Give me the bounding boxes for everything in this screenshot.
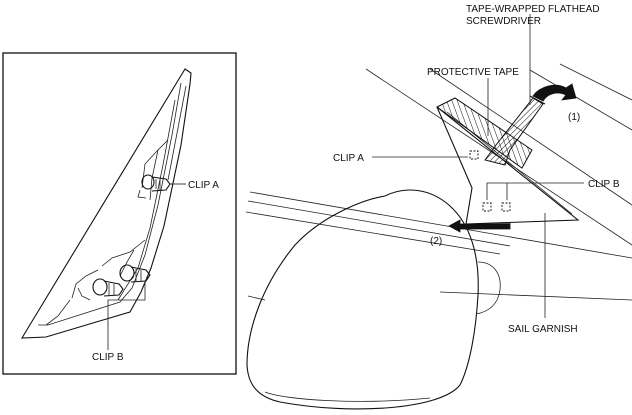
inset-clip-b-upper (119, 264, 151, 283)
main-view: TAPE-WRAPPED FLATHEAD SCREWDRIVER PROTEC… (245, 4, 632, 410)
step-2-label: (2) (430, 236, 442, 247)
protective-tape-label: PROTECTIVE TAPE (427, 67, 519, 78)
inset-clip-b-lower (77, 278, 124, 301)
screwdriver-label-line2: SCREWDRIVER (466, 16, 541, 27)
sail-garnish-label: SAIL GARNISH (508, 324, 578, 335)
clip-b-leader (486, 182, 584, 200)
tape-wrapped-screwdriver (484, 95, 546, 166)
inset-clip-b-label: CLIP B (92, 352, 124, 363)
clip-b-marker-left (482, 202, 492, 212)
clip-b-label: CLIP B (588, 179, 620, 190)
door-mirror (246, 189, 501, 410)
sail-garnish (436, 106, 580, 225)
screwdriver-label-line1: TAPE-WRAPPED FLATHEAD (466, 4, 600, 15)
clip-a-marker (469, 150, 479, 160)
arrow-2 (448, 219, 511, 233)
clip-a-label: CLIP A (333, 153, 364, 164)
inset-clip-b-leader (107, 283, 146, 350)
arrow-1 (532, 83, 577, 102)
step-1-label: (1) (568, 112, 580, 123)
body-panel-lines (245, 63, 632, 301)
inset-frame (2, 52, 237, 375)
inset-clip-a-label: CLIP A (188, 180, 219, 191)
inset-panel: CLIP A CLIP B (2, 52, 237, 375)
clip-b-marker-right (501, 202, 511, 212)
